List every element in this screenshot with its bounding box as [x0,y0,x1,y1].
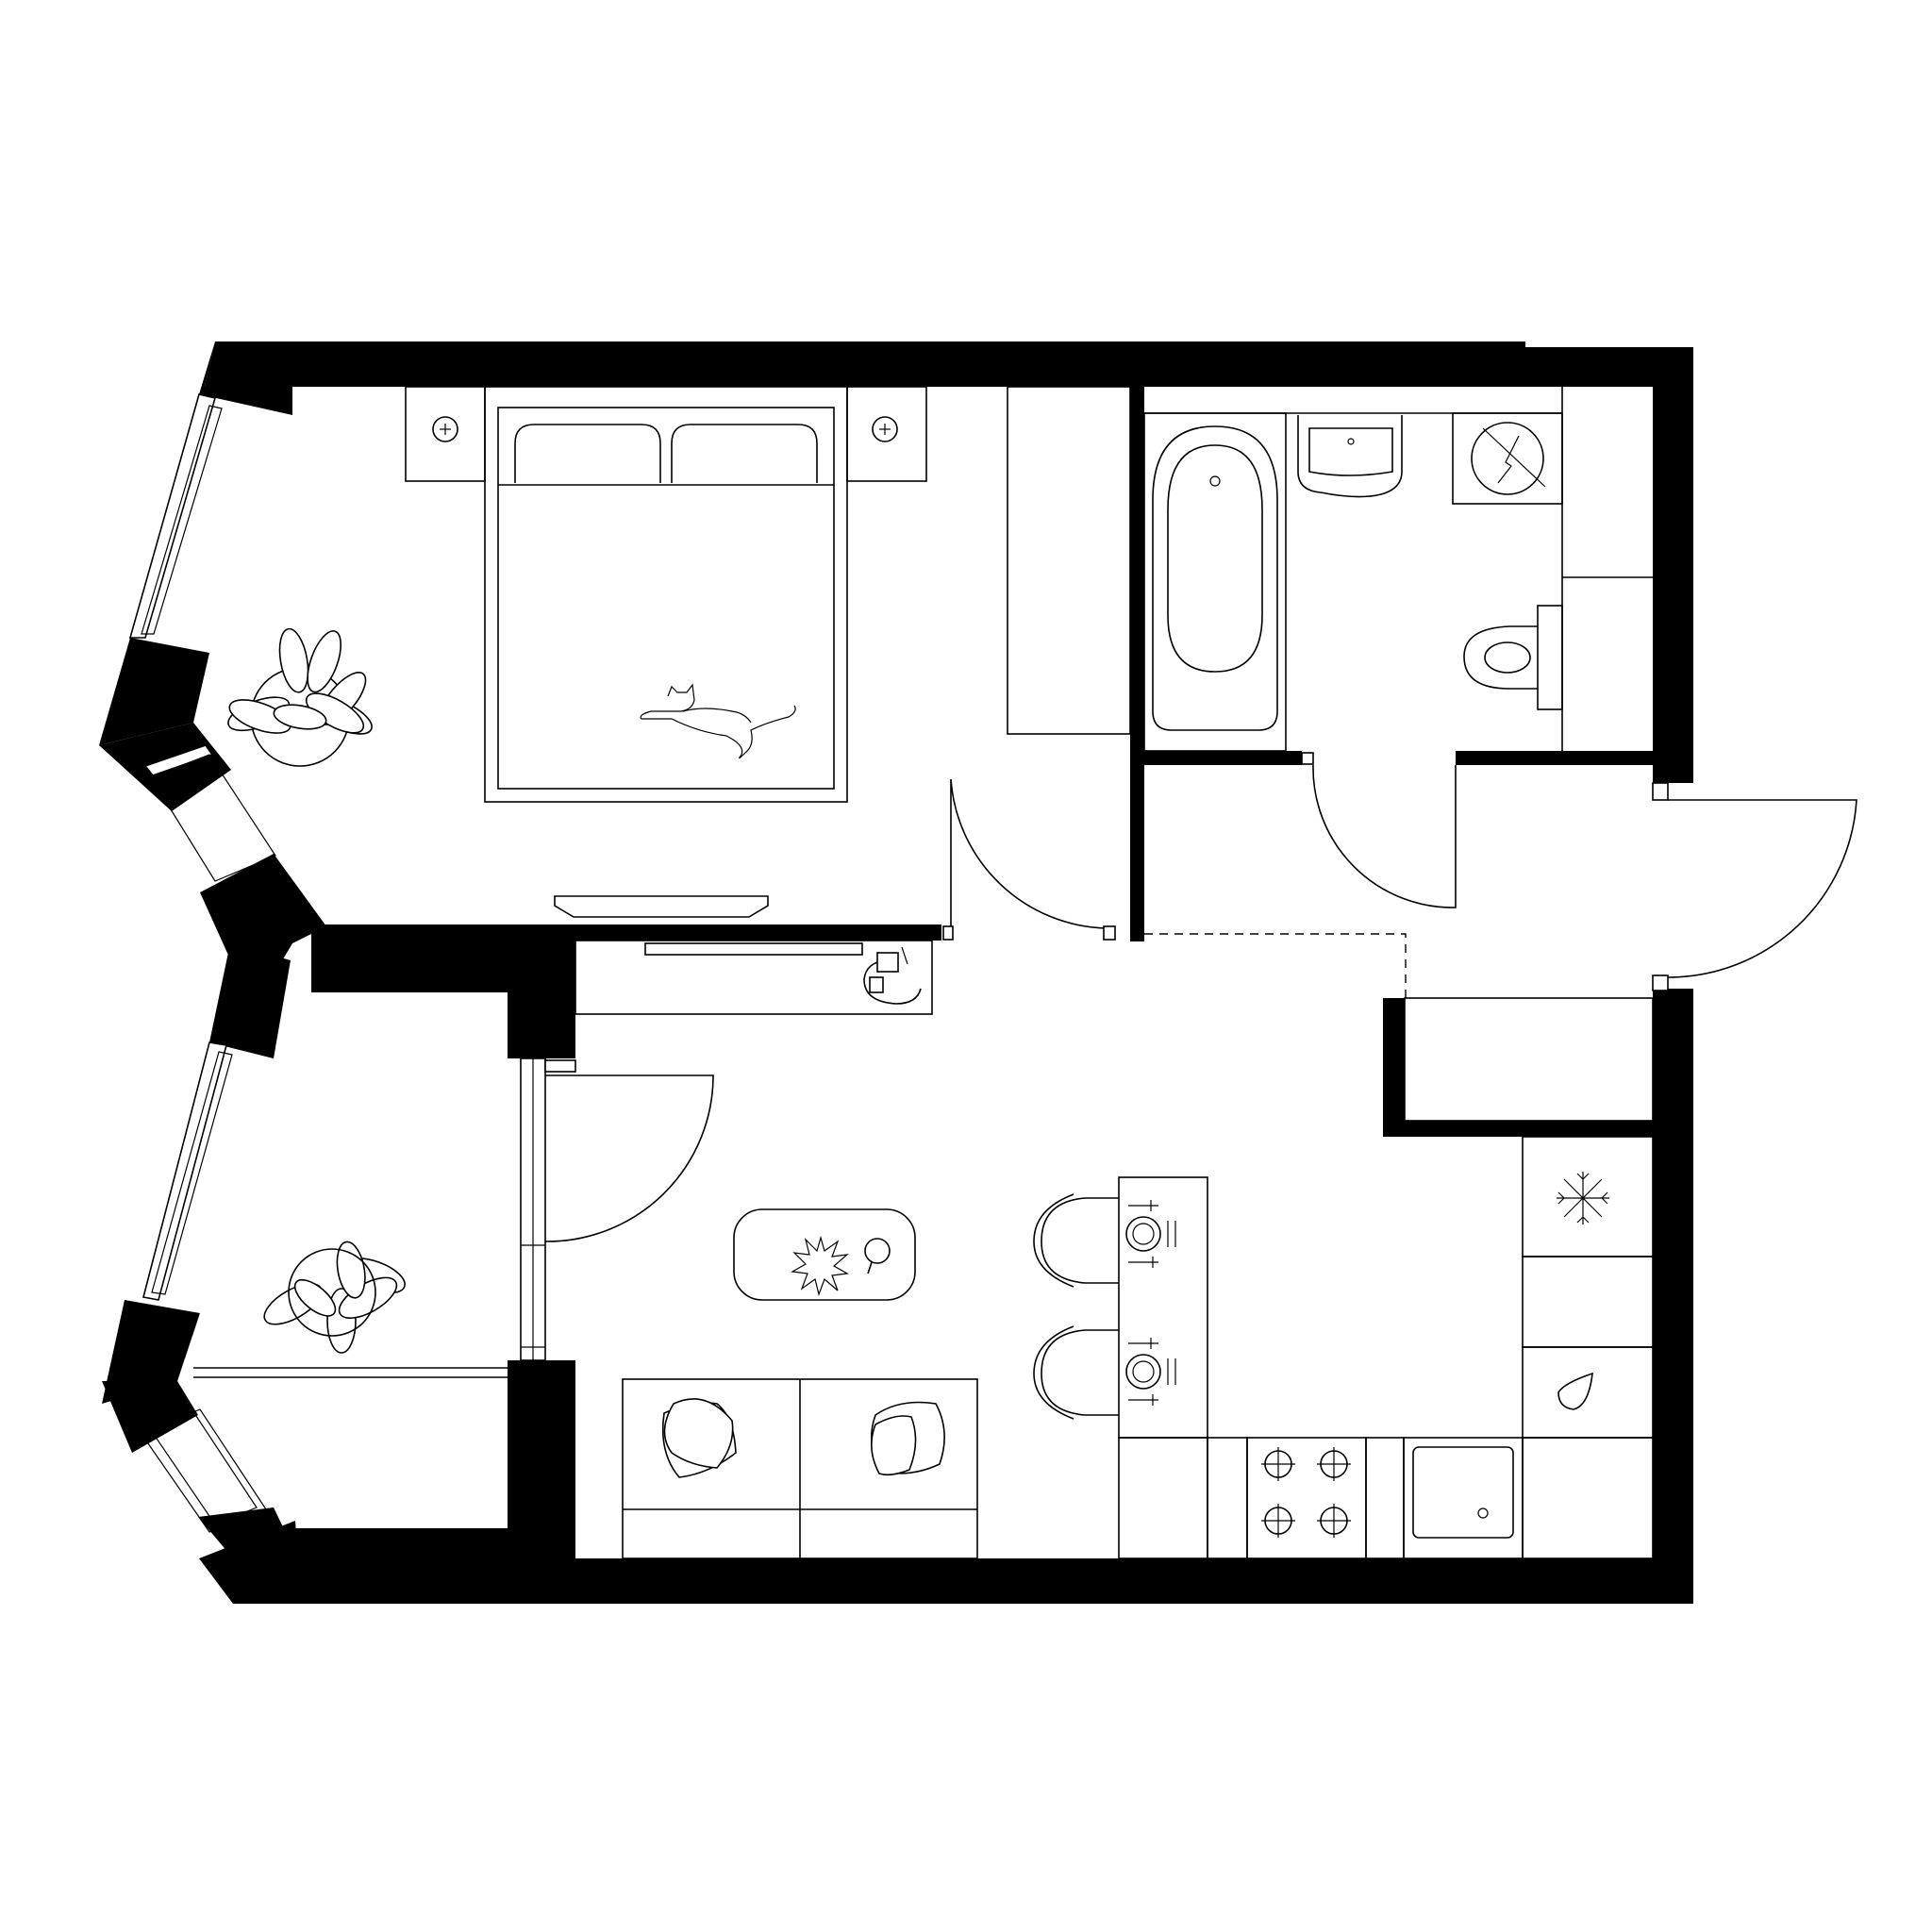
chair-icon [1033,1325,1119,1420]
wall-left-pier-1 [99,638,209,745]
monitor [644,942,863,956]
wall-loggia-bottom [295,1528,575,1558]
doors [544,752,1857,1242]
bed-icon [484,386,848,803]
wall-left-pier-4 [102,1300,200,1404]
sink-icon [1403,1437,1524,1559]
door-loggia [544,1074,714,1242]
door-bedroom [950,778,1107,929]
window-bedroom-1 [128,393,217,639]
wall-left-pier-5 [198,1507,298,1558]
wall-closet-left [1383,998,1405,1137]
wall-left-pier-3 [209,943,291,1058]
cushion-icon [870,1401,945,1476]
wall-bath-bottom-a [1144,751,1302,765]
window-bedroom-2 [143,744,214,776]
window-loggia-1 [142,1041,227,1301]
window-loggia-2 [141,1408,267,1533]
kitchen-cabinet [1118,1437,1208,1559]
washing-machine-icon [1452,412,1563,505]
bathroom [1143,387,1653,752]
wall-bath-bottom-b [1456,751,1653,765]
bedroom [227,386,1131,918]
plate-setting-icon [1125,1200,1176,1268]
wall-bath-left [1130,387,1144,941]
wall-loggia-lower [508,1360,575,1528]
chair-icon [1033,1193,1119,1288]
sofa-icon [622,1378,978,1559]
kitchen-cabinet [1522,1256,1654,1348]
hall-boundary [1144,933,1407,998]
door-bathroom [1312,764,1457,908]
desk-icon [575,940,933,1015]
wall-top-left-corner [199,341,292,415]
wall-loggia-top [311,924,575,992]
wall-bottom [199,1558,1693,1604]
entry-closet [1404,997,1654,1122]
plant-icon [227,627,373,767]
wall-right-lower [1653,989,1693,1602]
kitchen-cabinet [1365,1437,1405,1559]
wall-loggia-divider [508,992,575,1058]
coffee-table-icon [733,1208,916,1301]
wall-right-upper [1653,387,1693,783]
wall-left-pier-4b [102,1381,198,1453]
loggia [193,1241,508,1378]
cat-icon [640,683,796,759]
wall-top-right [1525,347,1693,387]
dining [1033,1176,1208,1439]
dishwasher-icon [1522,1346,1654,1439]
windows [128,393,546,1533]
bar-counter [1118,1176,1208,1439]
door-entrance [1667,799,1857,978]
wall-left-pier-2 [200,854,326,1009]
cushion-icon [661,1398,737,1478]
tv-icon [554,895,769,918]
plant-icon [263,1241,406,1354]
plate-setting-icon [1125,1338,1176,1406]
bathtub-icon [1143,412,1287,752]
kitchen [1118,997,1654,1559]
toilet-icon [1463,605,1563,710]
kitchen-cabinet [1522,1437,1654,1559]
living-room [575,940,978,1559]
nightstand-lamp-icon [872,416,898,442]
nightstand-lamp-icon [432,416,458,442]
wall-closet-bottom [1383,1121,1653,1137]
washbasin-icon [1297,415,1403,498]
headphones-icon [863,946,922,1005]
kitchen-cabinet [1207,1437,1248,1559]
refrigerator-icon [1522,1136,1654,1257]
wardrobe [1007,386,1131,735]
nightstand-right [846,386,927,482]
walls [99,341,1693,1604]
stove-icon [1246,1437,1367,1559]
wall-top [205,341,1525,387]
